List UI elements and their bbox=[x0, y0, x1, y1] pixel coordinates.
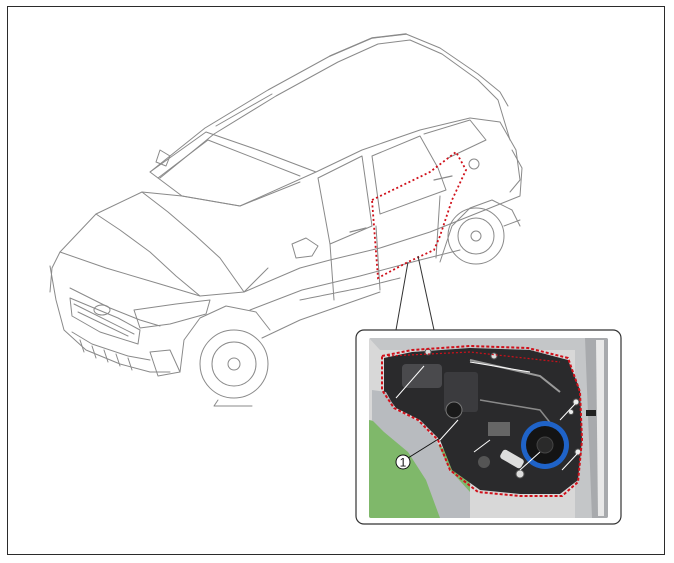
trim-panel-outline bbox=[381, 344, 584, 497]
callout-1-label: 1 bbox=[400, 456, 407, 470]
callout-1: 1 bbox=[395, 437, 441, 470]
callout-leader-lines bbox=[395, 255, 435, 331]
detail-inset bbox=[355, 329, 622, 525]
vehicle-illustration bbox=[49, 33, 523, 407]
door-inner-panel-photo bbox=[369, 338, 608, 518]
